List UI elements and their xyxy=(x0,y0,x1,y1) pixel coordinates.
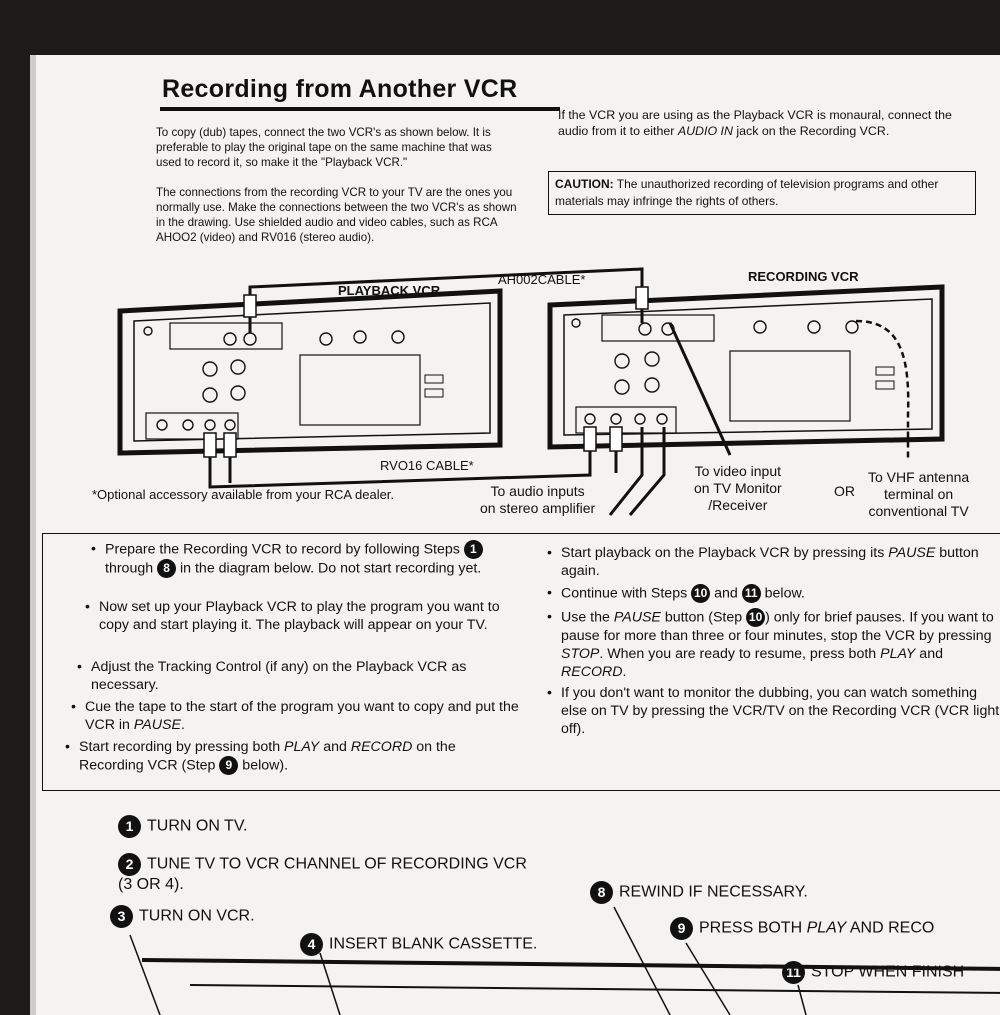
or-label: OR xyxy=(834,483,855,499)
intro-paragraph-1: To copy (dub) tapes, connect the two VCR… xyxy=(156,126,492,169)
footnote: *Optional accessory available from your … xyxy=(92,487,395,502)
step-number-badge: 2 xyxy=(118,853,141,876)
to-audio-caption: To audio inputs on stereo amplifier xyxy=(480,483,596,516)
playback-vcr-label: PLAYBACK VCR xyxy=(338,283,441,298)
step-number-badge: 9 xyxy=(670,917,693,940)
instruction-right-1: Start playback on the Playback VCR by pr… xyxy=(547,544,1000,580)
video-plug-playback xyxy=(243,294,257,318)
step-number-badge: 9 xyxy=(219,756,239,775)
manual-page: Recording from Another VCR To copy (dub)… xyxy=(30,55,1000,1015)
step-number-badge: 11 xyxy=(741,584,761,603)
recording-vcr-label: RECORDING VCR xyxy=(748,269,859,284)
instruction-right-3: Use the PAUSE button (Step 10) only for … xyxy=(547,608,1000,681)
caution-label: CAUTION: xyxy=(555,177,614,191)
connection-diagram xyxy=(117,267,945,516)
step-number-badge: 10 xyxy=(746,608,766,627)
video-cable-label: AH002CABLE* xyxy=(498,272,586,287)
page-spine-edge xyxy=(30,55,36,1015)
amplifier-cable xyxy=(608,427,666,516)
step-number-badge: 3 xyxy=(110,905,133,928)
vcr-front-sketch xyxy=(129,906,1000,1015)
intro-paragraph-mono: If the VCR you are using as the Playback… xyxy=(558,108,952,138)
instructions-box: Prepare the Recording VCR to record by f… xyxy=(42,533,1000,791)
tv-monitor-cable xyxy=(668,322,732,456)
step-number-badge: 10 xyxy=(691,584,711,603)
page-title: Recording from Another VCR xyxy=(162,75,518,103)
intro-paragraph-2: The connections from the recording VCR t… xyxy=(156,186,517,244)
instruction-left-3: Adjust the Tracking Control (if any) on … xyxy=(77,658,521,694)
recording-vcr-rear-panel xyxy=(547,284,945,450)
step-number-badge: 1 xyxy=(118,815,141,838)
to-vhf-caption: To VHF antenna terminal on conventional … xyxy=(868,469,970,519)
instruction-right-4: If you don't want to monitor the dubbing… xyxy=(547,684,1000,738)
instruction-left-5: Start recording by pressing both PLAY an… xyxy=(65,738,519,775)
instruction-left-1: Prepare the Recording VCR to record by f… xyxy=(91,540,525,578)
step-number-badge: 8 xyxy=(590,881,613,904)
step-number-badge: 4 xyxy=(300,933,323,956)
video-plug-recording xyxy=(635,286,649,310)
title-rule xyxy=(160,107,560,111)
to-video-caption: To video input on TV Monitor /Receiver xyxy=(694,463,782,513)
step-number-badge: 8 xyxy=(157,559,177,578)
antenna-cable xyxy=(855,319,910,460)
playback-vcr-rear-panel xyxy=(117,288,503,456)
step-number-badge: 1 xyxy=(463,540,483,559)
audio-cable-label: RVO16 CABLE* xyxy=(380,458,474,473)
caution-box: CAUTION: The unauthorized recording of t… xyxy=(548,171,976,215)
instruction-left-4: Cue the tape to the start of the program… xyxy=(71,698,521,734)
instruction-right-2: Continue with Steps 10 and 11 below. xyxy=(547,584,1000,603)
caution-text: The unauthorized recording of television… xyxy=(555,177,939,208)
instruction-left-2: Now set up your Playback VCR to play the… xyxy=(85,598,519,634)
